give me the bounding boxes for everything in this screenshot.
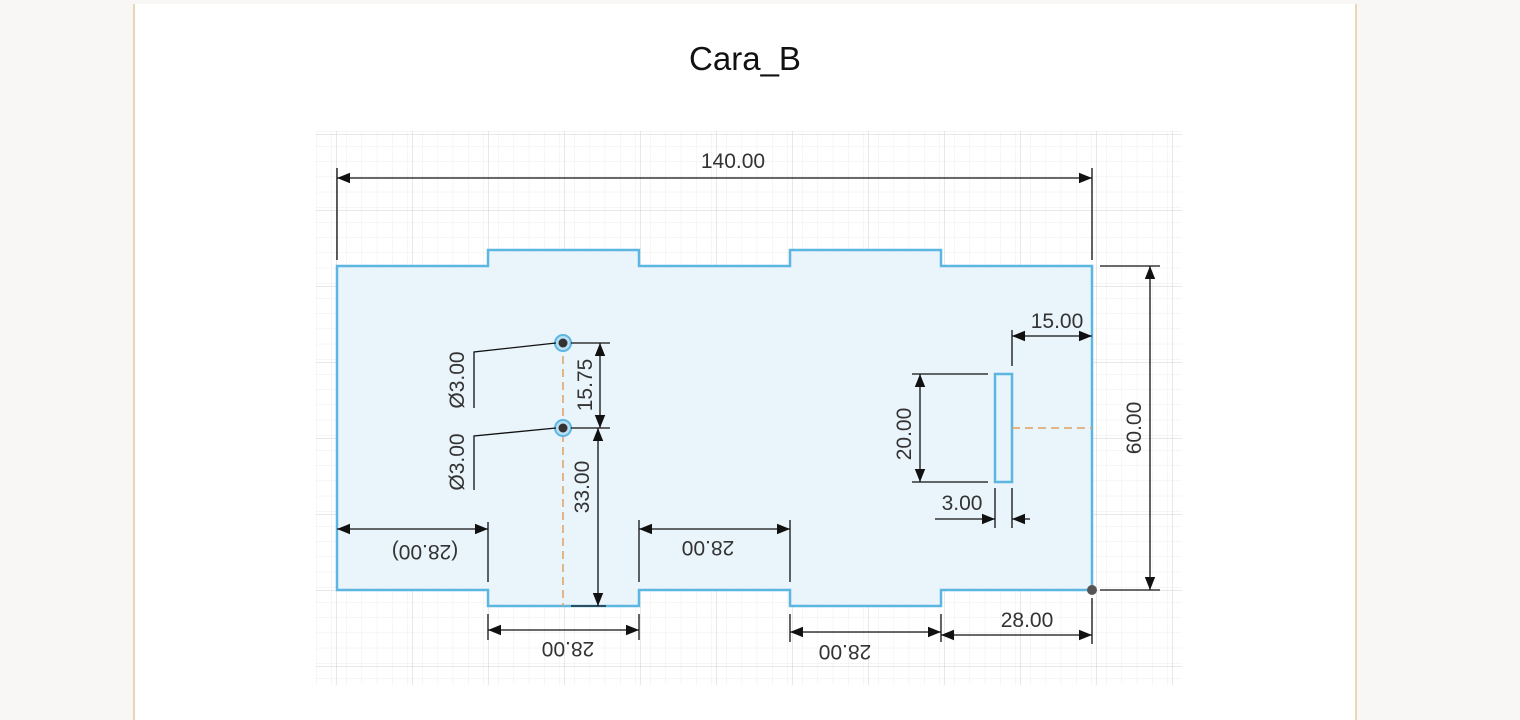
leader-hole-lower [473,427,557,490]
dim-bottom-tab-left: 28.00 [542,637,595,660]
dim-tab-left-ref: (28.00) [392,540,459,563]
dim-hole-lower-diameter: Ø3.00 [446,433,469,490]
leader-hole-upper [473,342,557,408]
dim-hole-spacing: 15.75 [574,359,597,412]
dim-slot-width: 3.00 [942,492,983,515]
dim-slot-offset: 15.00 [1031,310,1084,333]
dim-bottom-tab-right: 28.00 [819,640,872,663]
hole-upper [554,334,572,352]
dim-hole-upper-diameter: Ø3.00 [446,351,469,408]
page-title: Cara_B [689,40,801,77]
dim-overall-width: 140.00 [701,150,765,173]
dim-hole-height: 33.00 [571,461,594,514]
dim-slot-height: 20.00 [893,408,916,461]
dim-bottom-right-edge: 28.00 [1001,609,1054,632]
dim-overall-height: 60.00 [1123,402,1146,455]
hole-lower [554,419,572,437]
origin-point [1087,585,1097,595]
dim-tab-gap-middle: 28.00 [682,536,735,559]
slot-cutout [993,372,1014,484]
